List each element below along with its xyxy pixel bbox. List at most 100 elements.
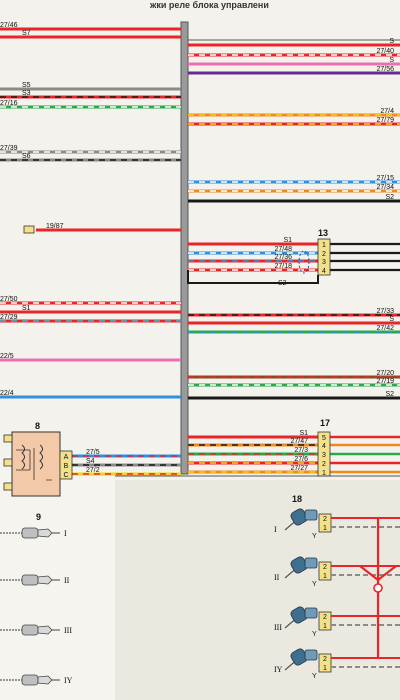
connector-13-pin-1: 1 bbox=[322, 242, 326, 249]
connector-13-wire-label-1: 27/48 bbox=[274, 246, 292, 253]
connector-17-pin-3: 3 bbox=[322, 452, 326, 459]
right-wire-label-7: 27/34 bbox=[376, 184, 394, 191]
connector-17-pin-1: 1 bbox=[322, 470, 326, 477]
connector-17-pin-4: 4 bbox=[322, 443, 326, 450]
connector-13-body bbox=[317, 238, 331, 276]
right-wire-label-11: 27/42 bbox=[376, 325, 394, 332]
relay-8-side-terminal-1 bbox=[3, 458, 13, 467]
left-wire-label-12: 22/4 bbox=[0, 390, 14, 397]
injector-3-pin-2: 2 bbox=[323, 614, 327, 621]
injector-1-pin-1: 1 bbox=[323, 525, 327, 532]
left-wire-label-3: S3 bbox=[22, 90, 31, 97]
left-wire-label-5: 27/39 bbox=[0, 145, 18, 152]
injector-1-pin-2: 2 bbox=[323, 516, 327, 523]
connector-17-wire-label-0: S1 bbox=[299, 430, 308, 437]
right-wire-label-0: S bbox=[389, 38, 394, 45]
left-wire-label-2: S5 bbox=[22, 82, 31, 89]
right-wire-label-2: S bbox=[389, 57, 394, 64]
right-wire-label-3: 27/56 bbox=[376, 66, 394, 73]
harness-trunk bbox=[180, 21, 189, 475]
relay-8-pin-A: A bbox=[64, 454, 69, 461]
right-wire-label-13: 27/19 bbox=[376, 378, 394, 385]
left-wire-label-1: S7 bbox=[22, 30, 31, 37]
injector-label-4: IY bbox=[274, 665, 283, 674]
connector-13-pin-2: 2 bbox=[322, 251, 326, 258]
injector-2-pin-2: 2 bbox=[323, 564, 327, 571]
right-wire-group: S27/40S27/5627/427/7927/1527/34S227/33S2… bbox=[188, 38, 400, 400]
connector-13-number: 13 bbox=[318, 228, 328, 238]
right-wire-label-12: 27/20 bbox=[376, 370, 394, 377]
relay-8-connector bbox=[59, 450, 73, 480]
oxygen-sensor-1 bbox=[0, 527, 60, 539]
relay-8-contacts bbox=[16, 448, 52, 481]
right-wire-label-6: 27/15 bbox=[376, 175, 394, 182]
right-wire-label-9: 27/33 bbox=[376, 308, 394, 315]
fuse-symbol bbox=[23, 225, 35, 234]
injector-2: 21 bbox=[284, 556, 400, 581]
injector-2-pin-1: 1 bbox=[323, 573, 327, 580]
relay-8-side-terminal-2 bbox=[3, 482, 13, 491]
oxygen-sensor-3 bbox=[0, 624, 60, 636]
relay-8-coil bbox=[21, 444, 43, 470]
injector-ground-mark-4: Y bbox=[312, 673, 317, 680]
left-wire-label-4: 27/16 bbox=[0, 100, 18, 107]
left-wire-label-0: 27/46 bbox=[0, 22, 18, 29]
injector-4-pin-1: 1 bbox=[323, 665, 327, 672]
injector-4-pin-2: 2 bbox=[323, 656, 327, 663]
injector-ground-mark-2: Y bbox=[312, 581, 317, 588]
injector-label-2: II bbox=[274, 573, 280, 582]
lower-right-panel bbox=[115, 480, 400, 700]
injector-label-1: I bbox=[274, 525, 277, 534]
connector-17-wire-label-1: 27/47 bbox=[290, 438, 308, 445]
right-wire-label-5: 27/79 bbox=[376, 117, 394, 124]
left-wire-label-10: 27/29 bbox=[0, 314, 18, 321]
connector-13-pin-3: 3 bbox=[322, 259, 326, 266]
left-wire-label-9: S1 bbox=[22, 305, 31, 312]
relay-8-wire-label-2: 27/2 bbox=[86, 467, 100, 474]
injector-ground-mark-3: Y bbox=[312, 631, 317, 638]
left-wire-group: 27/46S7S5S327/1627/39S619/8727/50S127/29… bbox=[0, 22, 181, 399]
injector-connector-4 bbox=[318, 653, 332, 673]
oxygen-sensor-2 bbox=[0, 574, 60, 586]
oxygen-sensor-4 bbox=[0, 674, 60, 686]
sensor-label-4: IY bbox=[64, 676, 73, 685]
connector-13-wire-label-2: 27/36 bbox=[274, 254, 292, 261]
relay-8-wire-label-1: S4 bbox=[86, 458, 95, 465]
injector-connector-1 bbox=[318, 513, 332, 533]
left-wire-label-6: S6 bbox=[22, 153, 31, 160]
sensor-label-3: III bbox=[64, 626, 72, 635]
injector-connector-3 bbox=[318, 611, 332, 631]
connector-17-pin-5: 5 bbox=[322, 435, 326, 442]
connector-17-number: 17 bbox=[320, 418, 330, 428]
connector-17-wire-label-3: 27/6 bbox=[294, 456, 308, 463]
connector-13-wire-label-3: 27/18 bbox=[274, 263, 292, 270]
sensor-label-1: I bbox=[64, 529, 67, 538]
connector-13-wire-label-0: S1 bbox=[283, 237, 292, 244]
shield-loop bbox=[298, 250, 310, 274]
right-wire-label-8: S2 bbox=[385, 194, 394, 201]
injector-3: 21 bbox=[284, 606, 400, 631]
connector-17-wire-label-4: 27/27 bbox=[290, 465, 308, 472]
connector-17-wire-label-2: 27/3 bbox=[294, 447, 308, 454]
connector-17-pin-2: 2 bbox=[322, 461, 326, 468]
injector-3-pin-1: 1 bbox=[323, 623, 327, 630]
left-wire-label-8: 27/50 bbox=[0, 296, 18, 303]
relay-8-pin-C: C bbox=[63, 472, 68, 479]
right-wire-label-10: S bbox=[389, 316, 394, 323]
connector-13-ground-wire bbox=[187, 270, 319, 284]
sensor-label-2: II bbox=[64, 576, 70, 585]
connector-17-body bbox=[317, 431, 331, 477]
header-fragment: жки реле блока управлени bbox=[149, 0, 269, 10]
injector-ground-mark-1: Y bbox=[312, 533, 317, 540]
injector-connector-2 bbox=[318, 561, 332, 581]
right-wire-label-14: S2 bbox=[385, 391, 394, 398]
relay-8-wire-label-0: 27/5 bbox=[86, 449, 100, 456]
sensors-9-number: 9 bbox=[36, 512, 41, 522]
relay-8-body bbox=[11, 431, 61, 497]
